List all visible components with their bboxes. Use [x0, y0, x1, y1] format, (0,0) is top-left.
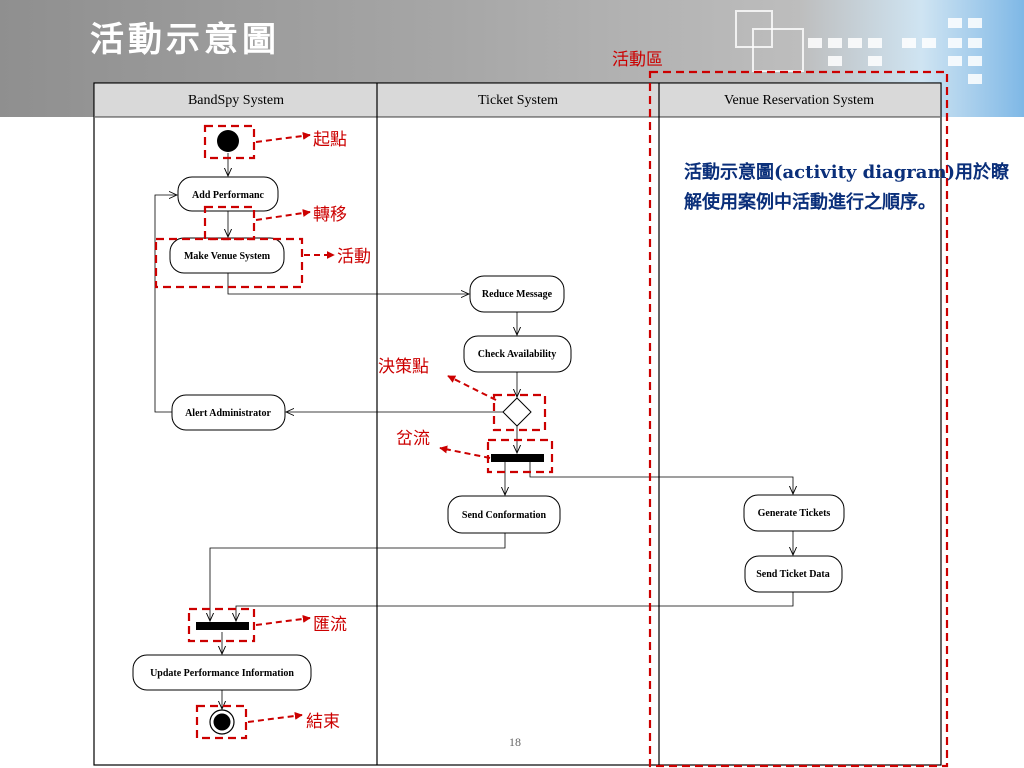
- decor-square: [948, 38, 962, 48]
- end-annotation: 結束: [306, 712, 340, 732]
- activity-add-performance: Add Performanc: [177, 176, 279, 212]
- highlight-start: [203, 124, 256, 160]
- highlight-fork: [486, 438, 554, 474]
- activity-generate-tickets-label: Generate Tickets: [758, 508, 831, 519]
- decor-square: [948, 18, 962, 28]
- arrow-to-join-label: [255, 614, 311, 626]
- activity-check-availability-label: Check Availability: [478, 349, 556, 360]
- activity-reduce-message: Reduce Message: [469, 275, 565, 313]
- join-annotation: 匯流: [313, 615, 347, 635]
- flow-lines: [154, 153, 794, 709]
- decor-square: [922, 38, 936, 48]
- highlight-activity: [154, 237, 304, 289]
- slide-title: 活動示意圖: [90, 20, 280, 60]
- decor-square: [828, 56, 842, 66]
- fork-annotation: 岔流: [396, 429, 430, 449]
- start-node: [217, 130, 239, 152]
- activity-make-venue: Make Venue System: [169, 237, 285, 274]
- decor-square: [968, 18, 982, 28]
- decor-outline-square: [752, 28, 804, 72]
- end-node: [209, 709, 235, 735]
- decor-square: [808, 38, 822, 48]
- highlight-transition: [203, 205, 256, 241]
- decor-square: [968, 56, 982, 66]
- decor-square: [868, 56, 882, 66]
- activity-alert-administrator-label: Alert Administrator: [185, 408, 271, 419]
- arrow-to-decision-label: [447, 375, 497, 401]
- activity-add-performance-label: Add Performanc: [192, 190, 264, 201]
- arrow-to-fork-label: [439, 445, 491, 459]
- highlight-end: [195, 704, 248, 740]
- decor-square: [868, 38, 882, 48]
- decor-square: [968, 74, 982, 84]
- join-bar: [196, 622, 249, 630]
- activity-reduce-message-label: Reduce Message: [482, 289, 553, 300]
- activity-update-performance-label: Update Performance Information: [150, 668, 294, 679]
- highlight-decision: [492, 393, 547, 432]
- description-text: 活動示意圖(activity diagram)用於瞭解使用案例中活動進行之順序。: [684, 162, 1010, 213]
- decor-square: [948, 56, 962, 66]
- annotation-highlights: [154, 70, 949, 768]
- activity-check-availability: Check Availability: [463, 335, 572, 373]
- decor-square: [902, 38, 916, 48]
- flow-send-to-join: [236, 592, 794, 621]
- flow-make-to-reduce: [227, 273, 469, 294]
- flow-confirm-to-join: [210, 533, 506, 621]
- fork-bar: [491, 454, 544, 462]
- arrow-to-transition-label: [255, 209, 311, 221]
- highlight-join: [187, 607, 256, 643]
- activity-send-ticket-data-label: Send Ticket Data: [756, 569, 830, 580]
- activity-generate-tickets: Generate Tickets: [743, 494, 845, 532]
- arrow-to-end-label: [247, 711, 303, 723]
- activity-annotation: 活動: [337, 247, 371, 267]
- lane-ticket-label: Ticket System: [478, 93, 558, 108]
- lane-bandspy-label: BandSpy System: [188, 93, 284, 108]
- decor-square: [848, 38, 862, 48]
- flow-fork-to-generate: [529, 462, 793, 494]
- activity-send-conformation-label: Send Conformation: [462, 510, 547, 521]
- activity-make-venue-label: Make Venue System: [184, 251, 271, 262]
- activity-send-ticket-data: Send Ticket Data: [744, 555, 843, 593]
- activity-alert-administrator: Alert Administrator: [171, 394, 286, 431]
- start-annotation: 起點: [313, 130, 347, 150]
- decor-square: [828, 38, 842, 48]
- highlight-swimlane: [648, 70, 949, 768]
- activity-send-conformation: Send Conformation: [447, 495, 561, 534]
- page-number: 18: [509, 735, 521, 749]
- activity-update-performance: Update Performance Information: [132, 654, 312, 691]
- flow-alert-loop-to-add: [154, 195, 177, 413]
- decision-node: [502, 397, 532, 427]
- swimlane-annotation: 活動區: [612, 50, 663, 70]
- decor-square: [968, 38, 982, 48]
- decision-annotation: 決策點: [378, 357, 429, 377]
- transition-annotation: 轉移: [313, 205, 347, 225]
- arrow-to-start-label: [255, 131, 311, 143]
- annotation-arrows: [247, 131, 497, 723]
- lane-venue-label: Venue Reservation System: [724, 93, 874, 108]
